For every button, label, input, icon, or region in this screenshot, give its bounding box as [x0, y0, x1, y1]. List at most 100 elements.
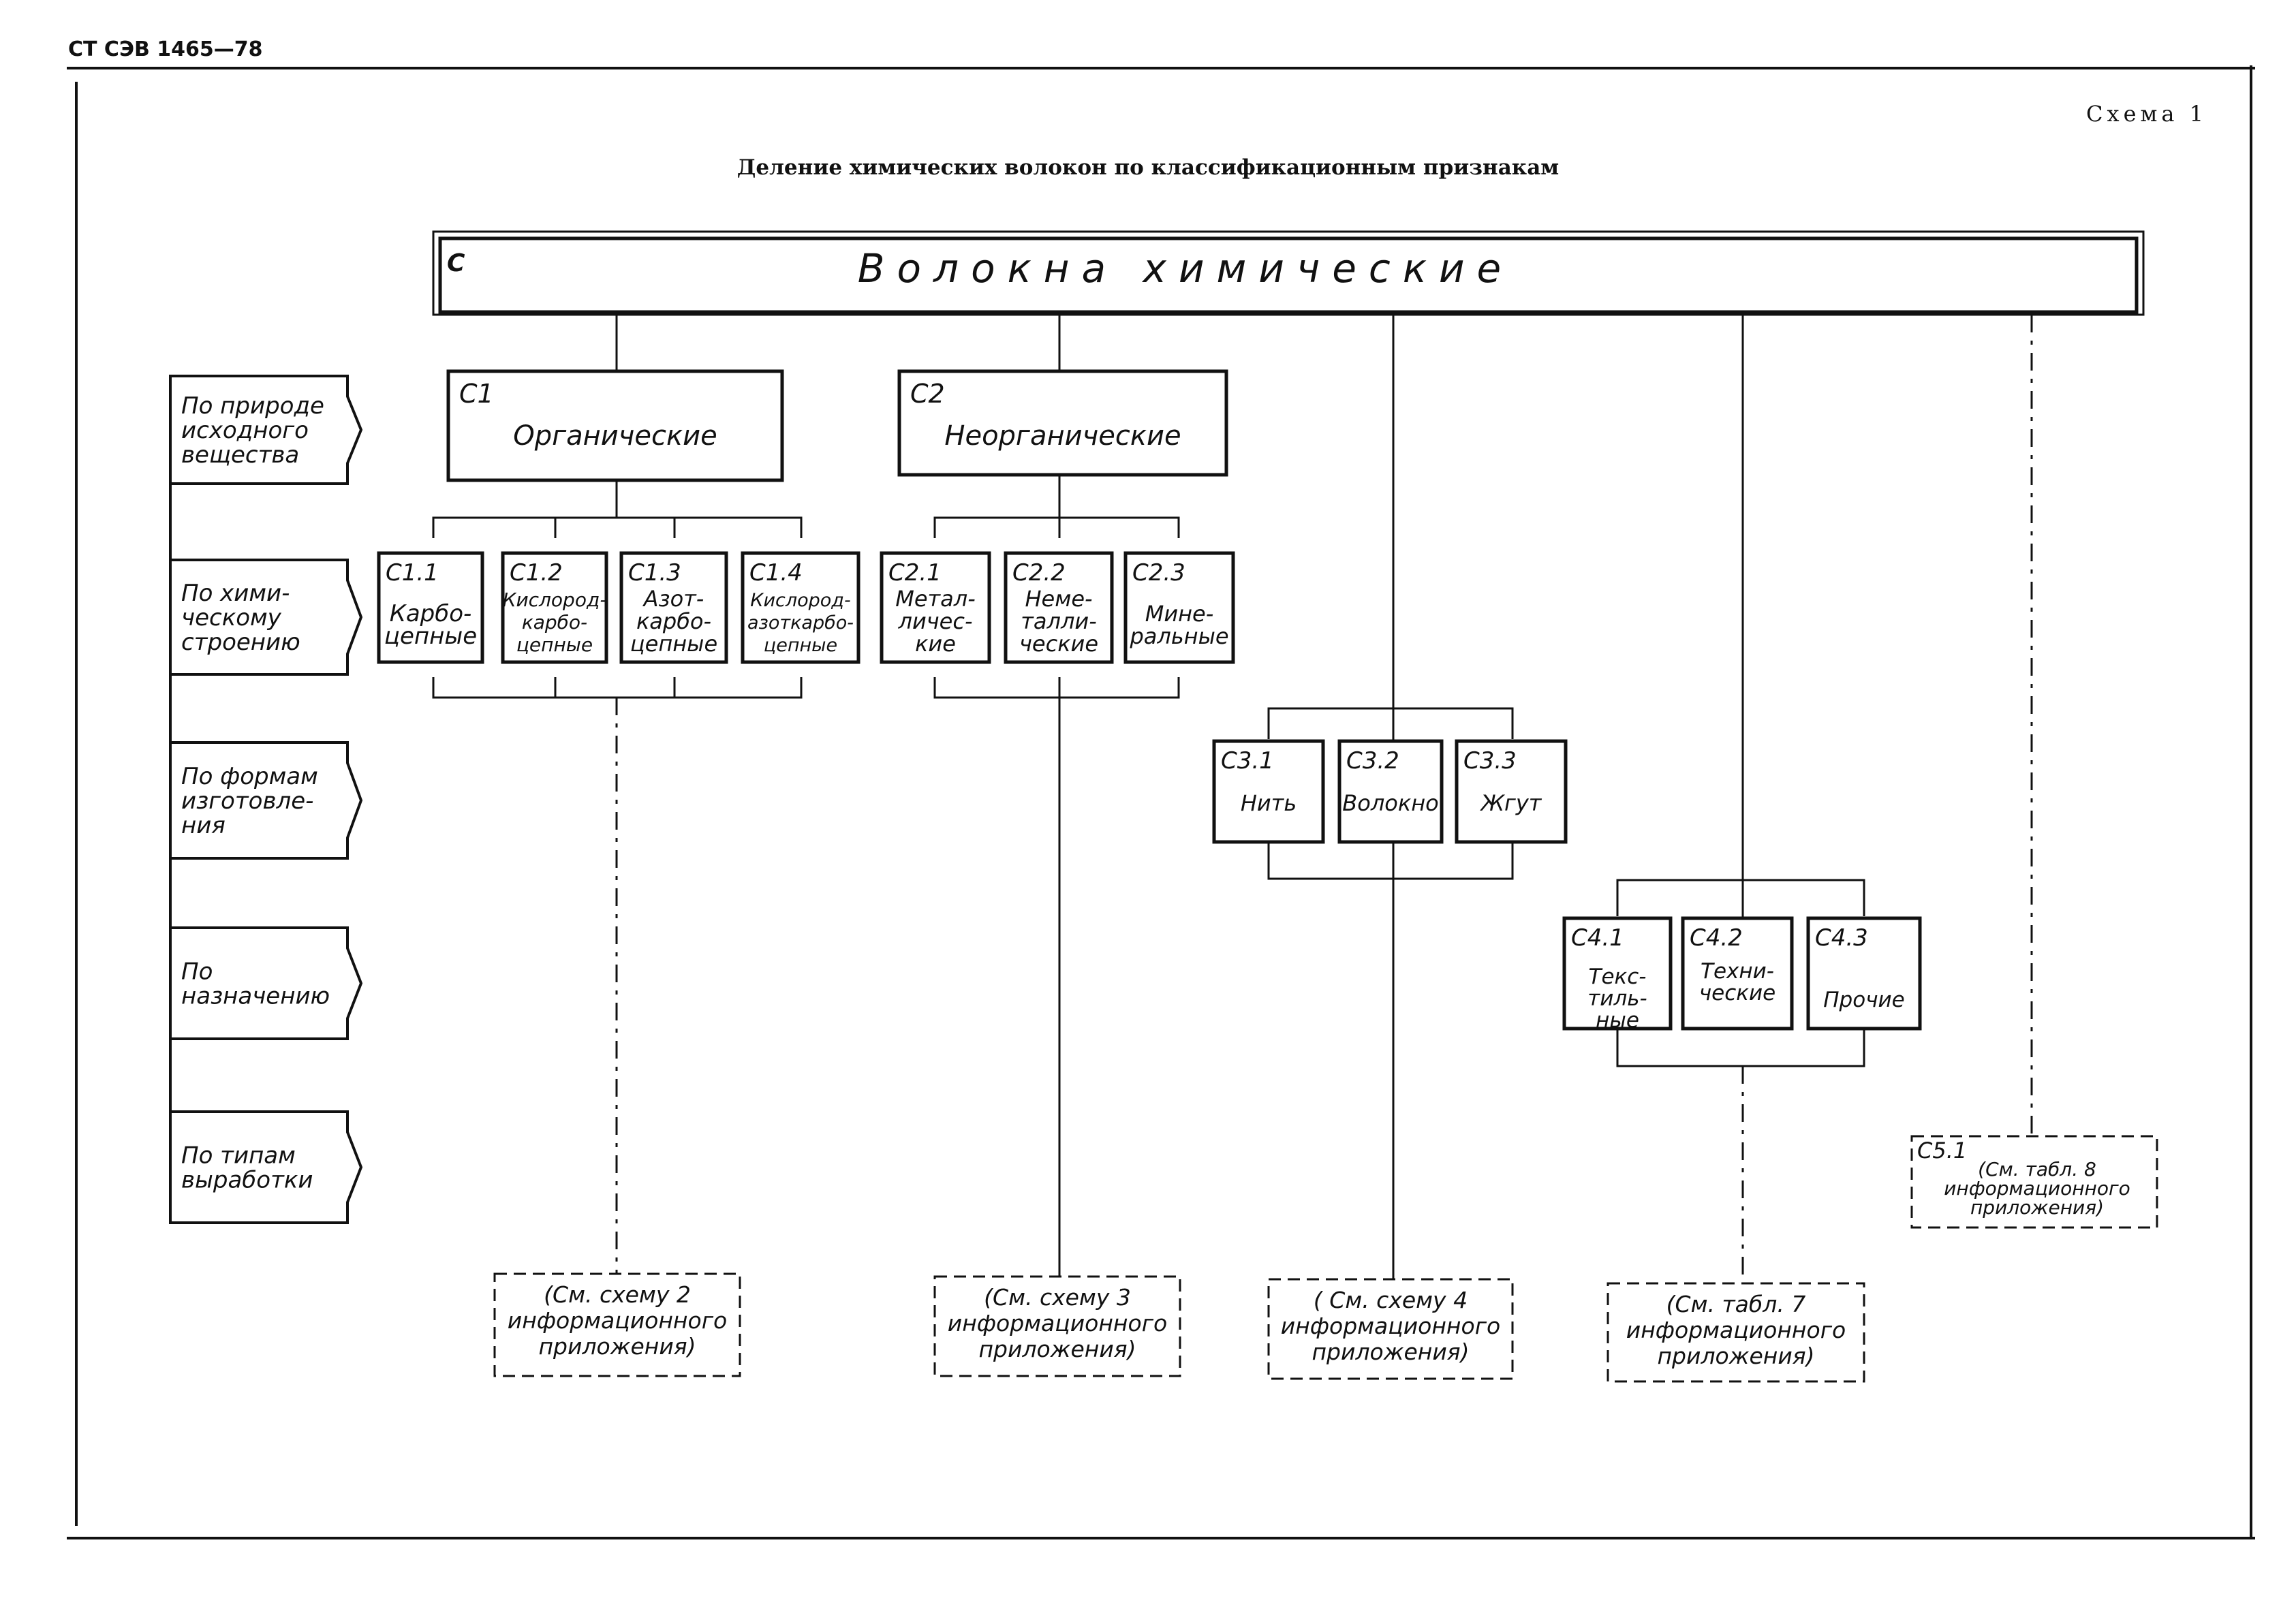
node-code: С2.2 [1012, 559, 1066, 586]
level5-node-C5-1: С5.1 (См. табл. 8информационногоприложени… [1910, 1135, 2158, 1229]
node-code: С1 [459, 379, 494, 409]
reference-text: приложения) [1657, 1343, 1814, 1369]
level1-label: Неорганические [944, 420, 1181, 452]
level4-label: ческие [1699, 981, 1775, 1005]
criterion-text: ческому [181, 604, 282, 631]
level2-label: карбо- [522, 611, 587, 634]
level2-label: кие [915, 631, 956, 657]
node-code: С3.3 [1463, 747, 1517, 775]
reference-text: информационного [508, 1307, 727, 1334]
level2-label: Кислород- [750, 590, 850, 611]
criterion-text: По хими- [181, 580, 290, 607]
root-label: Волокна химические [858, 245, 1513, 292]
level2-label: ральные [1129, 623, 1228, 649]
level4-label: ные [1596, 1008, 1639, 1033]
node-code: С2.1 [888, 559, 942, 586]
level4-label: Текс- [1589, 965, 1647, 989]
level4-label: тиль- [1587, 986, 1647, 1011]
node-code: С4.2 [1690, 924, 1743, 952]
criterion-text: строению [181, 629, 300, 656]
scheme-title: Деление химических волокон по классифика… [737, 155, 1559, 180]
level2-label: азоткарбо- [747, 612, 854, 634]
criterion-text: изготовле- [181, 787, 313, 815]
criterion-text: ния [181, 812, 226, 839]
node-code: С5.1 [1917, 1138, 1967, 1163]
scheme-label: Схема 1 [2086, 101, 2207, 127]
level2-label: цепные [630, 631, 717, 657]
root-node: С Волокна химические [432, 230, 2145, 316]
document-code: СТ СЭВ 1465—78 [68, 37, 263, 61]
connector-lines [169, 315, 2033, 1291]
criterion-text: исходного [181, 417, 309, 444]
reference-text: информационного [1626, 1317, 1846, 1343]
level1-label: Органические [513, 420, 717, 452]
level2-label: ческие [1019, 631, 1098, 657]
level2-label: карбо- [636, 608, 711, 634]
node-code: С2 [910, 379, 945, 409]
reference-text: информационного [1944, 1177, 2130, 1200]
node-code: С2.3 [1132, 559, 1185, 586]
node-code: С1.3 [628, 559, 681, 586]
level2-label: Кислород- [503, 589, 607, 611]
level3-label: Жгут [1480, 790, 1542, 816]
reference-text: приложения) [1970, 1196, 2104, 1219]
level2-label: Метал- [895, 586, 976, 612]
level2-label: Неме- [1025, 586, 1092, 612]
level4-label: Техни- [1701, 959, 1774, 984]
level2-label: цепные [384, 623, 477, 650]
criterion-text: По природе [181, 392, 324, 420]
node-code: С3.2 [1346, 747, 1399, 775]
reference-text: (См. табл. 7 [1666, 1291, 1806, 1317]
criterion-text: По формам [181, 763, 318, 790]
level2-label: личес- [898, 608, 973, 634]
level4-label: Прочие [1823, 988, 1905, 1012]
node-code: С4.3 [1815, 924, 1868, 952]
level2-label: талли- [1021, 608, 1097, 634]
reference-text: информационного [948, 1310, 1167, 1336]
level2-label: цепные [764, 635, 837, 656]
node-code: С4.1 [1571, 924, 1624, 952]
level3-label: Волокно [1342, 790, 1438, 816]
reference-text: приложения) [1312, 1339, 1469, 1365]
reference-text: информационного [1281, 1313, 1500, 1339]
reference-text: ( См. схему 4 [1314, 1287, 1468, 1313]
criterion-text: По [181, 958, 213, 986]
level2-label: цепные [516, 634, 593, 656]
reference-text: (См. табл. 8 [1978, 1158, 2096, 1180]
level2-label: Карбо- [390, 600, 472, 627]
reference-text: приложения) [538, 1333, 696, 1360]
node-code: С1.4 [749, 559, 803, 586]
criterion-text: вещества [181, 441, 299, 469]
node-code: С1.2 [510, 559, 563, 586]
criterion-text: выработки [181, 1167, 313, 1194]
reference-text: (См. схему 2 [544, 1281, 691, 1308]
level2-label: Мине- [1145, 601, 1214, 627]
node-code: С1.1 [386, 559, 439, 586]
criterion-text: назначению [181, 983, 330, 1010]
reference-text: приложения) [978, 1336, 1136, 1362]
level2-label: Азот- [642, 586, 704, 612]
root-code: С [447, 249, 465, 277]
level3-label: Нить [1241, 790, 1297, 816]
node-code: С3.1 [1221, 747, 1274, 775]
